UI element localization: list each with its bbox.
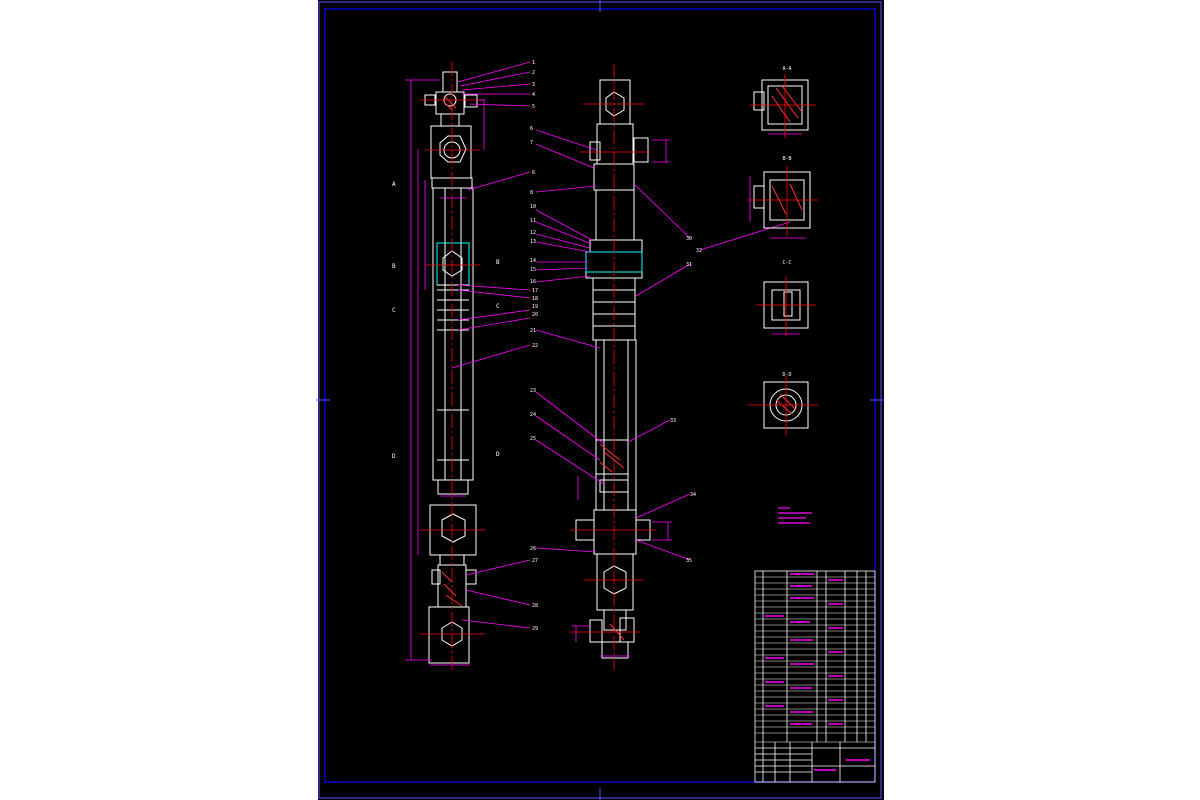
svg-text:13: 13 xyxy=(530,239,536,245)
title-block-drawing-name xyxy=(814,759,870,771)
svg-text:28: 28 xyxy=(532,603,538,609)
svg-text:30: 30 xyxy=(686,236,692,242)
svg-text:7: 7 xyxy=(530,140,533,146)
svg-text:22: 22 xyxy=(532,343,538,349)
drawing-background xyxy=(318,0,884,800)
svg-text:27: 27 xyxy=(532,558,538,564)
side-view-dimensions xyxy=(572,139,672,657)
svg-text:20: 20 xyxy=(532,312,538,318)
section-titles: A-A B-B C-C D-D xyxy=(782,66,791,378)
side-view-cylinder xyxy=(575,79,651,659)
svg-text:5: 5 xyxy=(532,104,535,110)
svg-text:3: 3 xyxy=(532,82,535,88)
svg-text:14: 14 xyxy=(530,258,536,264)
svg-text:6: 6 xyxy=(530,126,533,132)
svg-text:33: 33 xyxy=(670,418,676,424)
svg-text:11: 11 xyxy=(530,218,536,224)
svg-text:16: 16 xyxy=(530,279,536,285)
svg-text:C: C xyxy=(496,303,500,310)
svg-text:1: 1 xyxy=(532,60,535,66)
svg-text:17: 17 xyxy=(532,288,538,294)
front-view-hatching xyxy=(441,95,463,607)
svg-text:D: D xyxy=(392,453,396,460)
side-view-callout-numbers: 6 7 8 10 11 12 13 14 15 16 21 23 24 25 26 30 31 33 3… xyxy=(530,126,702,564)
section-centerlines xyxy=(748,74,818,436)
svg-text:34: 34 xyxy=(690,492,696,498)
parts-list-table xyxy=(754,570,876,783)
section-title-a: A-A xyxy=(782,66,791,72)
svg-text:B: B xyxy=(496,259,500,266)
svg-text:12: 12 xyxy=(530,230,536,236)
svg-text:10: 10 xyxy=(530,204,536,210)
section-title-b: B-B xyxy=(782,156,791,162)
section-dimensions xyxy=(749,133,806,335)
centering-marks xyxy=(316,0,884,800)
front-view-dimensions xyxy=(405,79,486,666)
parts-list-rows xyxy=(755,576,875,743)
view-markers: A B C D B C D xyxy=(392,181,500,460)
svg-text:B: B xyxy=(392,263,396,270)
technical-notes xyxy=(778,507,812,524)
side-view-leaders xyxy=(535,129,791,561)
svg-text:6: 6 xyxy=(532,170,535,176)
svg-text:D: D xyxy=(496,451,500,458)
title-block xyxy=(755,742,875,782)
svg-text:35: 35 xyxy=(686,558,692,564)
svg-text:26: 26 xyxy=(530,546,536,552)
svg-text:2: 2 xyxy=(532,70,535,76)
svg-text:4: 4 xyxy=(532,92,535,98)
svg-text:25: 25 xyxy=(530,436,536,442)
svg-text:18: 18 xyxy=(532,296,538,302)
parts-list-entries xyxy=(765,573,843,725)
side-view-cross-centerlines xyxy=(570,103,656,633)
svg-text:21: 21 xyxy=(530,328,536,334)
section-title-d: D-D xyxy=(782,372,791,378)
svg-text:19: 19 xyxy=(532,304,538,310)
svg-text:15: 15 xyxy=(530,267,536,273)
section-title-c: C-C xyxy=(782,260,791,266)
svg-text:23: 23 xyxy=(530,388,536,394)
svg-text:31: 31 xyxy=(686,262,692,268)
svg-text:24: 24 xyxy=(530,412,536,418)
svg-text:A: A xyxy=(392,181,396,188)
svg-text:C: C xyxy=(392,307,396,314)
front-view-cross-centerlines xyxy=(420,99,486,635)
svg-text:29: 29 xyxy=(532,626,538,632)
svg-text:32: 32 xyxy=(696,248,702,254)
front-view-leaders xyxy=(451,61,531,629)
svg-text:8: 8 xyxy=(530,190,533,196)
